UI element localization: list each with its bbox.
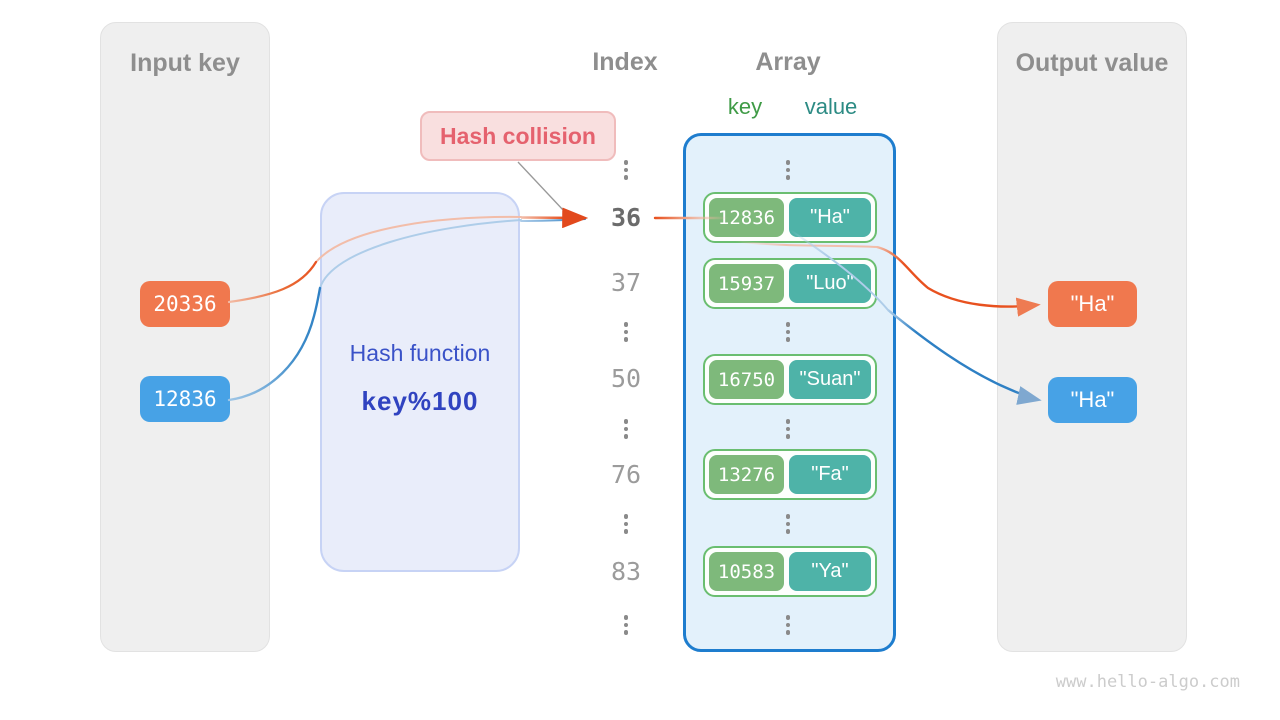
output-value-badge: "Ha" (1048, 377, 1137, 423)
ellipsis-icon (785, 615, 791, 635)
hash-function-label: Hash function (349, 340, 491, 366)
output-value-panel: Output value (997, 22, 1187, 652)
ellipsis-icon (785, 514, 791, 534)
value-header: value (804, 94, 858, 119)
array-row-value: "Luo" (789, 264, 871, 303)
ellipsis-icon (623, 419, 629, 439)
input-key-panel: Input key (100, 22, 270, 652)
input-key-badge: 12836 (140, 376, 230, 422)
array-row: 16750 "Suan" (703, 354, 877, 405)
hash-collision-callout: Hash collision (420, 111, 616, 161)
input-key-badge: 20336 (140, 281, 230, 327)
watermark: www.hello-algo.com (1055, 672, 1240, 692)
ellipsis-icon (623, 322, 629, 342)
array-row-key: 12836 (709, 198, 784, 237)
array-row-value: "Ha" (789, 198, 871, 237)
array-row-key: 15937 (709, 264, 784, 303)
hash-function-box: Hash function key%100 (320, 192, 520, 572)
index-value: 83 (610, 557, 642, 586)
array-row-value: "Suan" (789, 360, 871, 399)
array-row: 10583 "Ya" (703, 546, 877, 597)
index-column-title: Index (592, 48, 658, 76)
key-header: key (727, 94, 763, 119)
ellipsis-icon (785, 419, 791, 439)
output-panel-title: Output value (1015, 49, 1169, 77)
ellipsis-icon (785, 322, 791, 342)
input-panel-title: Input key (130, 49, 240, 77)
ellipsis-icon (623, 160, 629, 180)
array-row-key: 16750 (709, 360, 784, 399)
ellipsis-icon (785, 160, 791, 180)
index-value: 50 (610, 364, 642, 393)
array-row-key: 10583 (709, 552, 784, 591)
hash-function-formula: key%100 (361, 386, 479, 416)
array-row-value: "Ya" (789, 552, 871, 591)
index-value: 37 (610, 268, 642, 297)
array-row: 13276 "Fa" (703, 449, 877, 500)
ellipsis-icon (623, 514, 629, 534)
array-row: 15937 "Luo" (703, 258, 877, 309)
array-row-key: 13276 (709, 455, 784, 494)
ellipsis-icon (623, 615, 629, 635)
output-value-badge: "Ha" (1048, 281, 1137, 327)
index-value: 36 (610, 203, 642, 232)
array-column-title: Array (755, 48, 821, 76)
array-row-value: "Fa" (789, 455, 871, 494)
array-row: 12836 "Ha" (703, 192, 877, 243)
index-value: 76 (610, 460, 642, 489)
